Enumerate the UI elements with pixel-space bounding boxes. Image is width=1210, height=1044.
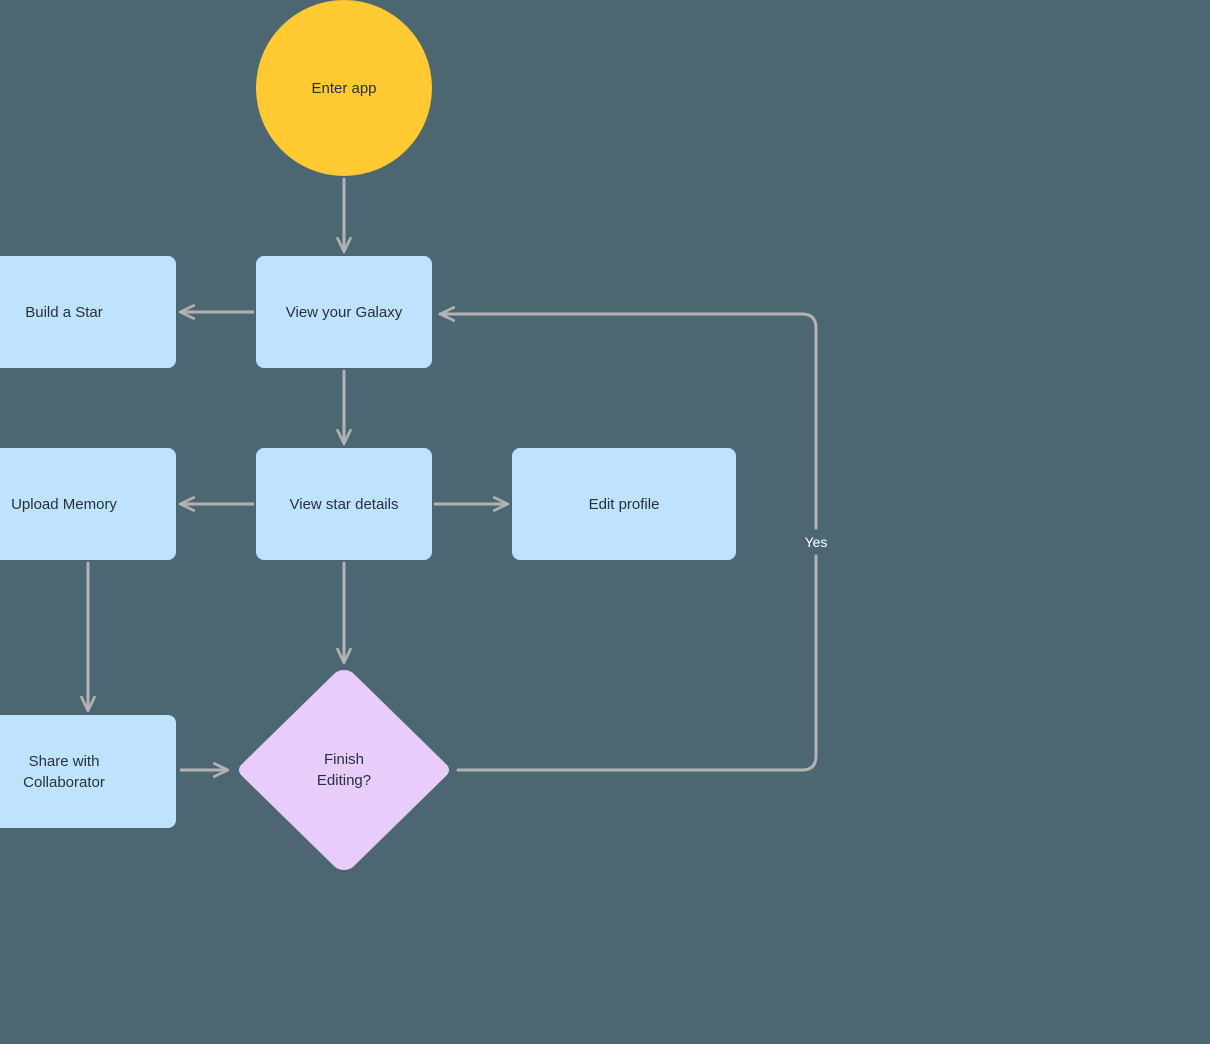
diamond-shape	[239, 670, 449, 870]
node-build-a-star[interactable]: Build a Star	[0, 256, 176, 368]
node-view-star-details-label: View star details	[289, 495, 399, 513]
edge-label-yes: Yes	[804, 534, 828, 550]
node-view-star-details[interactable]: View star details	[256, 448, 432, 560]
node-upload-memory[interactable]: Upload Memory	[0, 448, 176, 560]
node-edit-profile-label: Edit profile	[588, 495, 660, 513]
node-enter-app[interactable]: Enter app	[256, 0, 432, 176]
edge-finish-editing-to-view-your-galaxy	[438, 314, 818, 772]
node-share-with-collaborator-label: Share with Collaborator	[23, 752, 105, 791]
node-share-with-collaborator[interactable]: Share with Collaborator	[0, 715, 176, 828]
node-view-your-galaxy-label: View your Galaxy	[285, 303, 403, 321]
node-upload-memory-label: Upload Memory	[11, 495, 117, 513]
node-view-your-galaxy[interactable]: View your Galaxy	[256, 256, 432, 368]
node-finish-editing-label: Finish Editing?	[316, 751, 372, 789]
node-edit-profile[interactable]: Edit profile	[512, 448, 736, 560]
node-finish-editing[interactable]: Finish Editing?	[232, 665, 456, 875]
node-enter-app-label: Enter app	[311, 79, 377, 97]
node-build-a-star-label: Build a Star	[25, 303, 103, 321]
